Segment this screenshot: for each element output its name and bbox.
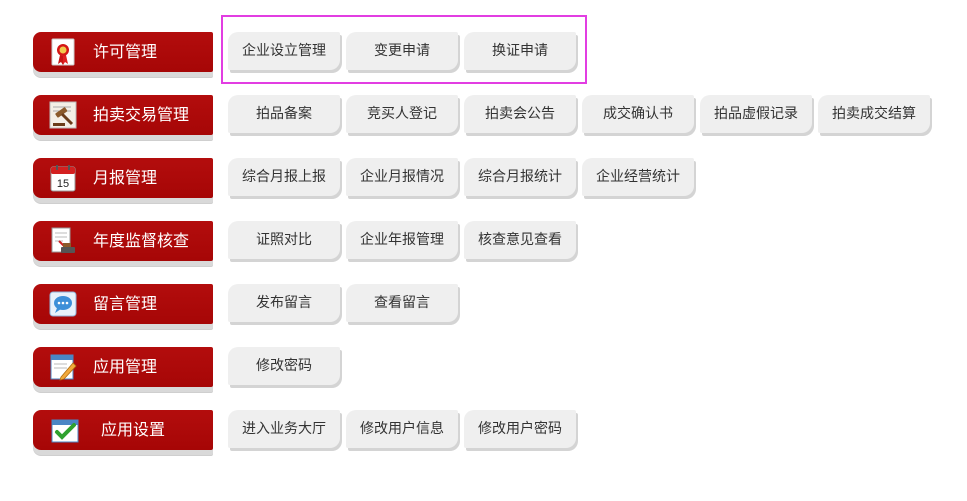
certificate-ribbon-icon: [49, 38, 77, 66]
calendar-icon: 15: [49, 164, 77, 192]
change-password-button[interactable]: 修改密码: [228, 347, 340, 385]
category-label: 年度监督核查: [93, 231, 190, 250]
menu-row-app-management: 应用管理 修改密码: [33, 347, 953, 395]
menu-row-auction: 拍卖交易管理 拍品备案 竞买人登记 拍卖会公告 成交确认书 拍品虚假记录 拍卖成…: [33, 95, 953, 143]
category-app-settings[interactable]: 应用设置: [33, 410, 213, 450]
category-label: 许可管理: [93, 42, 158, 61]
license-compare-button[interactable]: 证照对比: [228, 221, 340, 259]
menu-row-license: 许可管理 企业设立管理 变更申请 换证申请: [33, 32, 953, 80]
category-annual-inspection[interactable]: 年度监督核查: [33, 221, 213, 261]
menu-row-app-settings: 应用设置 进入业务大厅 修改用户信息 修改用户密码: [33, 410, 953, 458]
document-stamp-icon: [49, 227, 77, 255]
category-label: 月报管理: [93, 168, 158, 187]
category-label: 应用设置: [101, 420, 166, 439]
menu-row-messages: 留言管理 发布留言 查看留言: [33, 284, 953, 332]
false-lot-record-button[interactable]: 拍品虚假记录: [700, 95, 812, 133]
monthly-report-stats-button[interactable]: 综合月报统计: [464, 158, 576, 196]
chat-bubble-icon: [49, 290, 77, 318]
enterprise-operation-stats-button[interactable]: 企业经营统计: [582, 158, 694, 196]
calendar-day: 15: [57, 178, 69, 190]
menu-row-annual-inspection: 年度监督核查 证照对比 企业年报管理 核查意见查看: [33, 221, 953, 269]
category-label: 拍卖交易管理: [93, 105, 190, 124]
category-label: 应用管理: [93, 357, 158, 376]
annual-report-management-button[interactable]: 企业年报管理: [346, 221, 458, 259]
post-message-button[interactable]: 发布留言: [228, 284, 340, 322]
change-request-button[interactable]: 变更申请: [346, 32, 458, 70]
checklist-icon: [51, 416, 79, 444]
menu-row-monthly-report: 15 月报管理 综合月报上报 企业月报情况 综合月报统计 企业经营统计: [33, 158, 953, 206]
category-license[interactable]: 许可管理: [33, 32, 213, 72]
edit-user-password-button[interactable]: 修改用户密码: [464, 410, 576, 448]
category-auction[interactable]: 拍卖交易管理: [33, 95, 213, 135]
view-messages-button[interactable]: 查看留言: [346, 284, 458, 322]
category-app-management[interactable]: 应用管理: [33, 347, 213, 387]
deal-confirmation-button[interactable]: 成交确认书: [582, 95, 694, 133]
bidder-registration-button[interactable]: 竞买人登记: [346, 95, 458, 133]
enterprise-setup-button[interactable]: 企业设立管理: [228, 32, 340, 70]
edit-window-icon: [49, 353, 77, 381]
enterprise-monthly-status-button[interactable]: 企业月报情况: [346, 158, 458, 196]
auction-gavel-icon: [49, 101, 77, 129]
monthly-report-submit-button[interactable]: 综合月报上报: [228, 158, 340, 196]
category-monthly-report[interactable]: 15 月报管理: [33, 158, 213, 198]
category-label: 留言管理: [93, 294, 158, 313]
inspection-opinion-button[interactable]: 核查意见查看: [464, 221, 576, 259]
edit-user-info-button[interactable]: 修改用户信息: [346, 410, 458, 448]
license-renewal-button[interactable]: 换证申请: [464, 32, 576, 70]
auction-notice-button[interactable]: 拍卖会公告: [464, 95, 576, 133]
lot-filing-button[interactable]: 拍品备案: [228, 95, 340, 133]
deal-settlement-button[interactable]: 拍卖成交结算: [818, 95, 930, 133]
category-messages[interactable]: 留言管理: [33, 284, 213, 324]
enter-business-hall-button[interactable]: 进入业务大厅: [228, 410, 340, 448]
